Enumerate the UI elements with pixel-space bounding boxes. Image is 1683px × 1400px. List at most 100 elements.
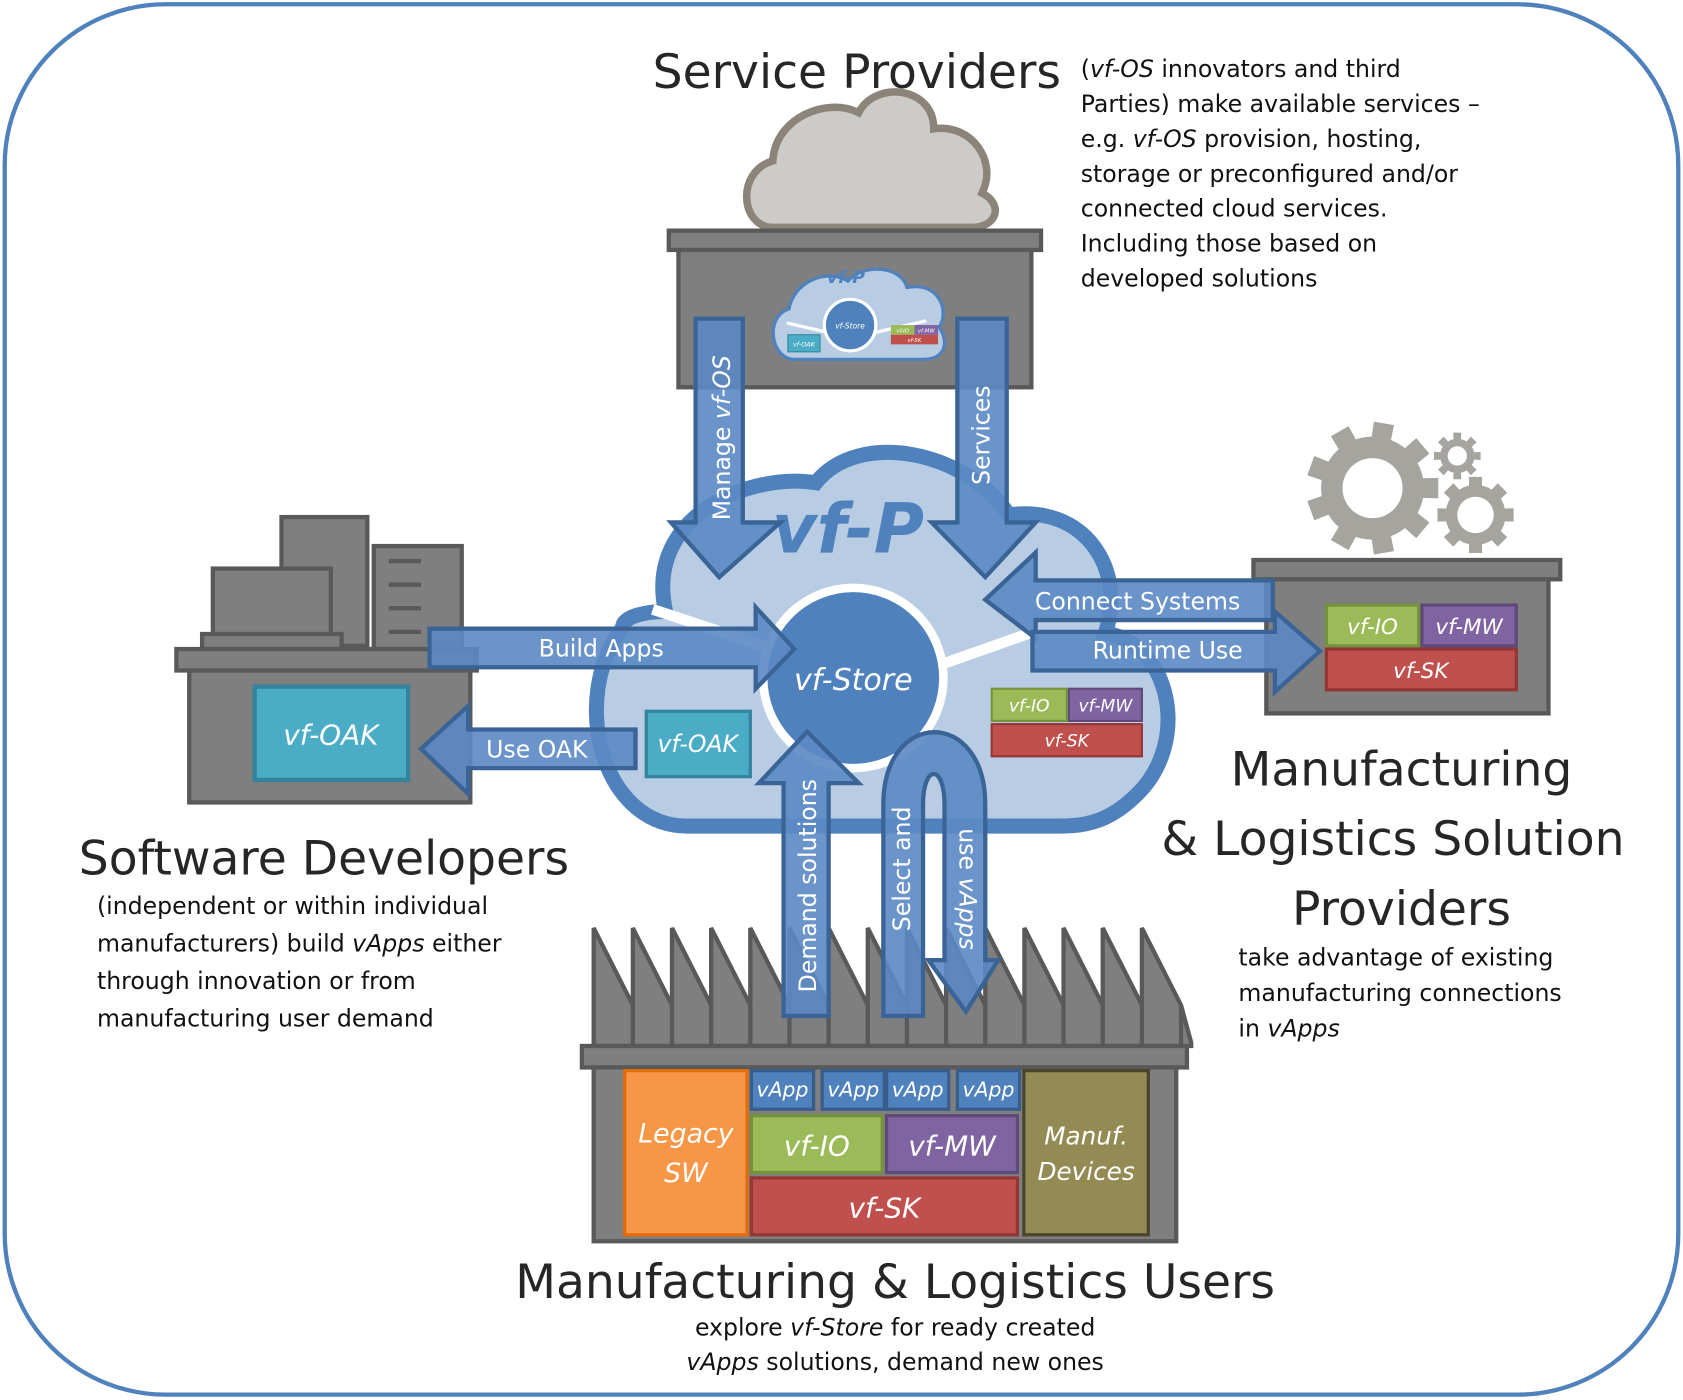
- platform-oak-label: vf-OAK: [657, 730, 740, 758]
- build-apps-label: Build Apps: [539, 635, 664, 663]
- use-oak-arrow[interactable]: [417, 701, 638, 799]
- text-run: Including those based on: [1081, 230, 1377, 258]
- demand-solutions-label: Demand solutions: [794, 779, 822, 992]
- select-and-use-vapps-arrow[interactable]: [881, 730, 1002, 1019]
- monitor-icon: [210, 566, 333, 638]
- oak-box-label: vf-OAK: [283, 719, 381, 752]
- solution-providers-title-1: Manufacturing: [1231, 742, 1573, 797]
- legacy-label-1: Legacy: [638, 1119, 735, 1150]
- text-run: innovators and third: [1154, 55, 1401, 83]
- connect-systems-arrow[interactable]: [981, 547, 1275, 643]
- vapp-label: vApp: [757, 1077, 809, 1101]
- text-run: take advantage of existing: [1238, 944, 1553, 972]
- users-sk-block: [749, 1176, 1020, 1237]
- mini-sk-label: vf-SK: [908, 338, 922, 344]
- software-developers-description: (independent or within individual manufac…: [97, 892, 502, 1033]
- vapp-block[interactable]: [884, 1069, 951, 1111]
- users-sk-label: vf-SK: [848, 1192, 923, 1225]
- users-title: Manufacturing & Logistics Users: [515, 1255, 1275, 1310]
- runtime-use-label: Runtime Use: [1093, 637, 1243, 665]
- vapp-label: vApp: [892, 1077, 944, 1101]
- gear-icon: [1434, 432, 1481, 480]
- solution-providers-title-3: Providers: [1292, 882, 1511, 937]
- platform-io-label: vf-IO: [1009, 696, 1050, 716]
- text-run: (: [1081, 55, 1090, 83]
- mini-io-label: vf-IO: [896, 329, 909, 335]
- vf-store-label: vf-Store: [794, 663, 913, 698]
- text-run: for ready created: [883, 1314, 1095, 1342]
- text-run: vApps: [954, 877, 982, 949]
- text-run: use: [954, 828, 982, 877]
- oak-box: [252, 684, 411, 783]
- use-vapps-label: use vApps: [954, 828, 982, 950]
- text-run: vf-OS: [1133, 125, 1197, 153]
- users-io-label: vf-IO: [784, 1129, 850, 1162]
- mini-platform-cloud: vf-Store vf-P vf-OAK vf-IO vf-MW vf-SK: [771, 267, 947, 361]
- vapp-block[interactable]: [820, 1069, 887, 1111]
- vapp-label: vApp: [827, 1077, 879, 1101]
- users-mw-label: vf-MW: [908, 1129, 997, 1162]
- gear-icon: [1437, 476, 1514, 554]
- users-mw-block: [884, 1114, 1020, 1175]
- text-run: storage or preconfigured and/or: [1081, 160, 1459, 188]
- text-run: provision, hosting,: [1197, 125, 1422, 153]
- legacy-sw-block: [623, 1069, 749, 1237]
- devices-label-2: Devices: [1038, 1157, 1135, 1186]
- services-label: Services: [968, 385, 996, 485]
- text-run: (independent or within individual: [97, 892, 488, 920]
- use-oak-label: Use OAK: [486, 735, 588, 763]
- text-run: manufacturing connections: [1238, 979, 1561, 1007]
- devices-label-1: Manuf.: [1044, 1122, 1128, 1151]
- solution-providers-title-2: & Logistics Solution: [1161, 812, 1624, 867]
- sp-sk-label: vf-SK: [1393, 659, 1450, 684]
- text-run: e.g.: [1081, 125, 1133, 153]
- cloud-icon: [742, 88, 999, 232]
- demand-solutions-arrow[interactable]: [753, 728, 864, 1019]
- manuf-devices-block: [1022, 1069, 1150, 1237]
- services-arrow[interactable]: [926, 316, 1041, 581]
- text-run: vApps: [686, 1348, 758, 1376]
- select-and-label: Select and: [888, 807, 916, 932]
- text-run: vf-OS: [1090, 55, 1154, 83]
- mini-vfp-title: vf-P: [827, 268, 865, 288]
- mini-mw-label: vf-MW: [918, 329, 936, 335]
- text-run: Parties) make available services –: [1081, 90, 1480, 118]
- text-run: either: [425, 930, 502, 958]
- runtime-use-arrow[interactable]: [1030, 606, 1324, 697]
- vapp-label: vApp: [963, 1077, 1015, 1101]
- vapp-block[interactable]: [749, 1069, 816, 1111]
- text-run: vApps: [1267, 1014, 1339, 1042]
- text-run: manufacturing user demand: [97, 1005, 434, 1033]
- gear-icon: [1307, 421, 1439, 555]
- arrow-labels: Manage vf-OS Services Build Apps Use OAK…: [486, 355, 1243, 992]
- manage-label: Manage vf-OS: [708, 355, 736, 520]
- platform-mw-label: vf-MW: [1078, 696, 1133, 716]
- gears-icon: [1307, 421, 1514, 555]
- text-run: solutions, demand new ones: [759, 1348, 1104, 1376]
- build-apps-arrow[interactable]: [427, 601, 798, 695]
- service-providers-title: Service Providers: [653, 45, 1061, 100]
- keyboard-icon: [199, 631, 344, 652]
- connect-systems-label: Connect Systems: [1035, 587, 1240, 615]
- service-provider-box-lid: [666, 228, 1044, 253]
- sp-mw-label: vf-MW: [1435, 615, 1503, 640]
- text-run: in: [1238, 1014, 1267, 1042]
- text-run: vApps: [352, 930, 424, 958]
- text-run: Manage: [708, 419, 736, 520]
- text-run: developed solutions: [1081, 264, 1318, 292]
- text-run: connected cloud services.: [1081, 195, 1388, 223]
- text-run: vf-OS: [708, 355, 736, 419]
- mini-oak-label: vf-OAK: [793, 341, 816, 349]
- users-io-block: [749, 1114, 884, 1175]
- software-developers-title: Software Developers: [79, 831, 569, 886]
- flow-arrows: [417, 316, 1324, 1019]
- solution-providers-description: take advantage of existing manufacturing …: [1238, 944, 1561, 1043]
- text-run: explore: [695, 1314, 790, 1342]
- sp-io-label: vf-IO: [1347, 615, 1398, 640]
- text-run: manufacturers) build: [97, 930, 352, 958]
- vapp-block[interactable]: [955, 1069, 1022, 1111]
- manage-vfos-arrow[interactable]: [666, 316, 786, 581]
